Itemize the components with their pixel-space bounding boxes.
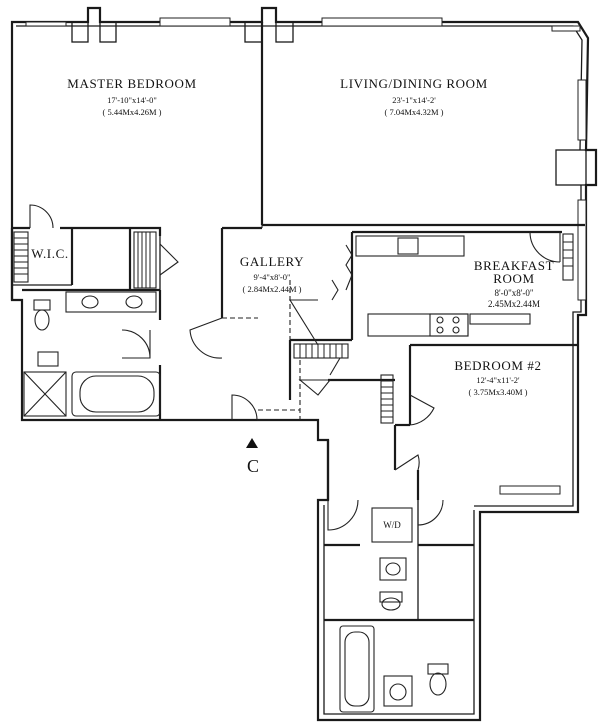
living-dining-label: LIVING/DINING ROOM (340, 76, 488, 91)
bedroom2-label: BEDROOM #2 (454, 358, 541, 373)
living-dining-dims-ft: 23'-1"x14'-2' (392, 95, 436, 105)
bedroom2-dims-ft: 12'-4"x11'-2' (476, 375, 520, 385)
breakfast-dims-m: 2.45Mx2.44M (488, 299, 540, 309)
shower-icon (23, 371, 67, 417)
kitchen-sink-icon (397, 237, 419, 255)
master-bedroom-label: MASTER BEDROOM (67, 76, 196, 91)
entry-marker: C (246, 438, 259, 476)
room-labels: MASTER BEDROOM 17'-10"x14'-0" ( 5.44Mx4.… (31, 76, 554, 530)
washer-dryer-icon (371, 507, 413, 543)
breakfast-label-line2: ROOM (493, 271, 534, 286)
entry-arrow-icon (246, 438, 258, 448)
breakfast-label-line1: BREAKFAST (474, 258, 554, 273)
bathtub-icon (71, 371, 161, 417)
bathtub-icon (339, 625, 375, 713)
master-bedroom-dims-ft: 17'-10"x14'-0" (107, 95, 157, 105)
toilet-icon (379, 591, 403, 603)
closet-shelving (13, 231, 574, 424)
toilet-icon (427, 663, 449, 675)
breakfast-dims-ft: 8'-0"x8'-0" (494, 288, 533, 298)
stove-icon (429, 313, 469, 337)
doors (29, 204, 561, 531)
sink-icon (379, 557, 407, 581)
bedroom2-dims-m: ( 3.75Mx3.40M ) (468, 387, 527, 397)
window-bays (25, 17, 587, 495)
fixtures (23, 235, 531, 713)
gallery-dims-m: ( 2.84Mx2.44M ) (242, 284, 301, 294)
gallery-label: GALLERY (240, 254, 304, 269)
wic-label: W.I.C. (31, 246, 68, 261)
wd-label: W/D (383, 520, 401, 530)
entry-label: C (247, 456, 259, 476)
sink-icon (125, 295, 143, 309)
toilet-icon (33, 299, 51, 311)
gallery-dims-ft: 9'-4"x8'-0" (254, 272, 291, 282)
interior-walls (10, 22, 585, 622)
sink-icon (81, 295, 99, 309)
master-bedroom-dims-m: ( 5.44Mx4.26M ) (102, 107, 161, 117)
living-dining-dims-m: ( 7.04Mx4.32M ) (384, 107, 443, 117)
dashed-lines (222, 225, 301, 420)
sink-icon (389, 683, 407, 701)
